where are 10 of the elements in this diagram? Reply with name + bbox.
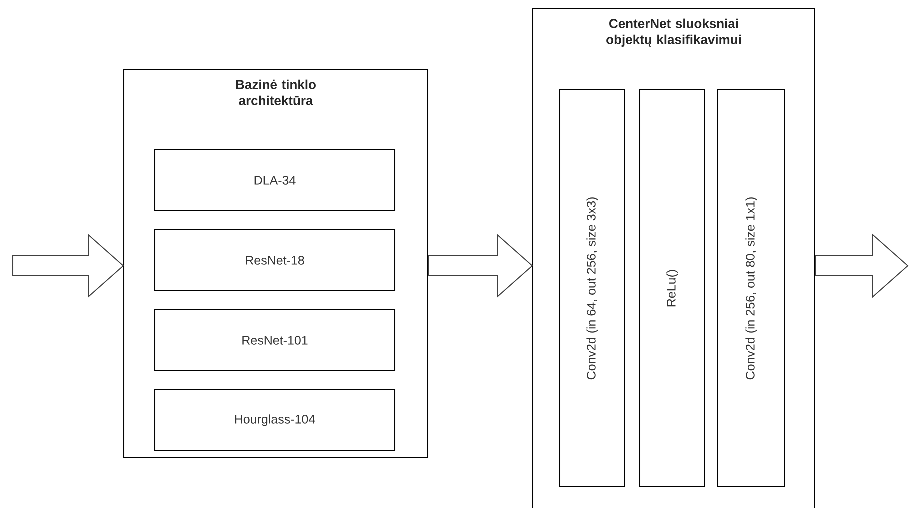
architecture-box: ResNet-101 [154,310,396,372]
layer-box: ReLu() [640,90,706,488]
architecture-box: ResNet-18 [154,230,396,292]
architecture-box: DLA-34 [154,150,396,212]
architecture-box: Hourglass-104 [154,390,396,452]
layer-box: Conv2d (in 256, out 80, size 1x1) [718,90,786,488]
layer-box: Conv2d (in 64, out 256, size 3x3) [560,90,626,488]
block-arrow [815,234,909,298]
block-arrow [12,234,124,298]
block-arrow [428,234,534,298]
